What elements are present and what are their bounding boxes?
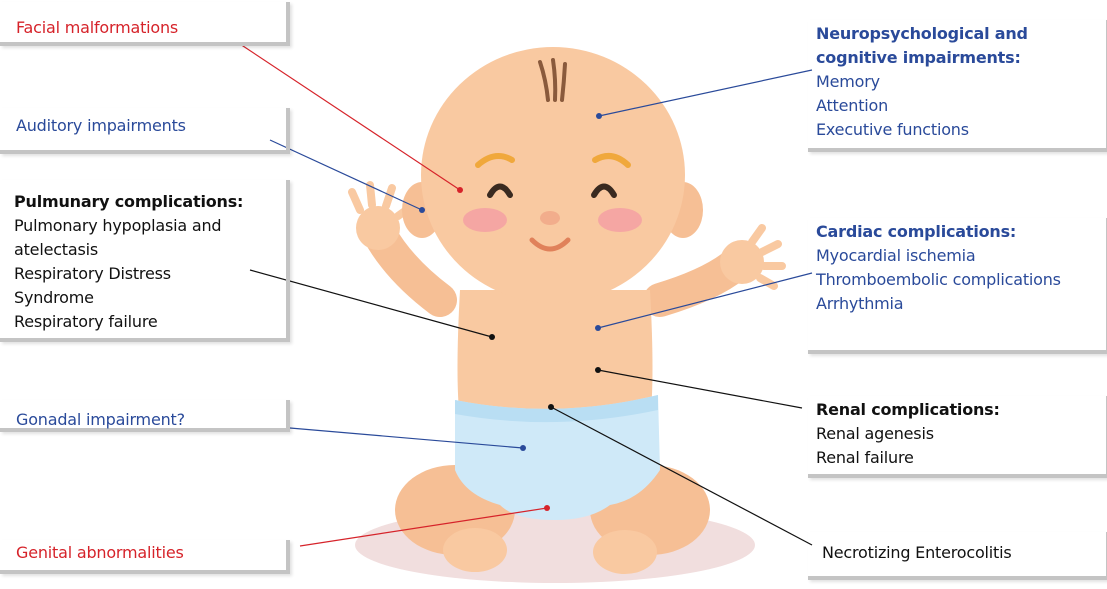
pulmonary-item: Respiratory Distress [14,262,243,286]
pulmonary-item: atelectasis [14,238,243,262]
facial-label: Facial malformations [16,16,178,40]
renal-item: Renal agenesis [816,422,1000,446]
neuro-item: Memory [816,70,1028,94]
neuro-title-line2: cognitive impairments: [816,46,1028,70]
baby-torso [458,290,653,420]
nec-label: Necrotizing Enterocolitis [822,541,1012,565]
cardiac-item: Myocardial ischemia [816,244,1061,268]
neuro-item: Executive functions [816,118,1028,142]
pulmonary-item: Pulmonary hypoplasia and [14,214,243,238]
neuro-title-line1: Neuropsychological and [816,22,1028,46]
auditory-connector [270,140,422,210]
neuro-item: Attention [816,94,1028,118]
pulmonary-label: Pulmunary complications: Pulmonary hypop… [14,190,243,334]
renal-label: Renal complications: Renal agenesis Rena… [816,398,1000,470]
cardiac-title: Cardiac complications: [816,220,1061,244]
pulmonary-item: Syndrome [14,286,243,310]
gonadal-label: Gonadal impairment? [16,408,185,432]
neuro-label: Neuropsychological and cognitive impairm… [816,22,1028,142]
cardiac-label: Cardiac complications: Myocardial ischem… [816,220,1061,316]
pulmonary-item: Respiratory failure [14,310,243,334]
genital-label: Genital abnormalities [16,541,184,565]
cardiac-item: Arrhythmia [816,292,1061,316]
auditory-label: Auditory impairments [16,114,186,138]
baby-head [402,47,703,303]
renal-title: Renal complications: [816,398,1000,422]
renal-item: Renal failure [816,446,1000,470]
cardiac-item: Thromboembolic complications [816,268,1061,292]
pulmonary-title: Pulmunary complications: [14,190,243,214]
